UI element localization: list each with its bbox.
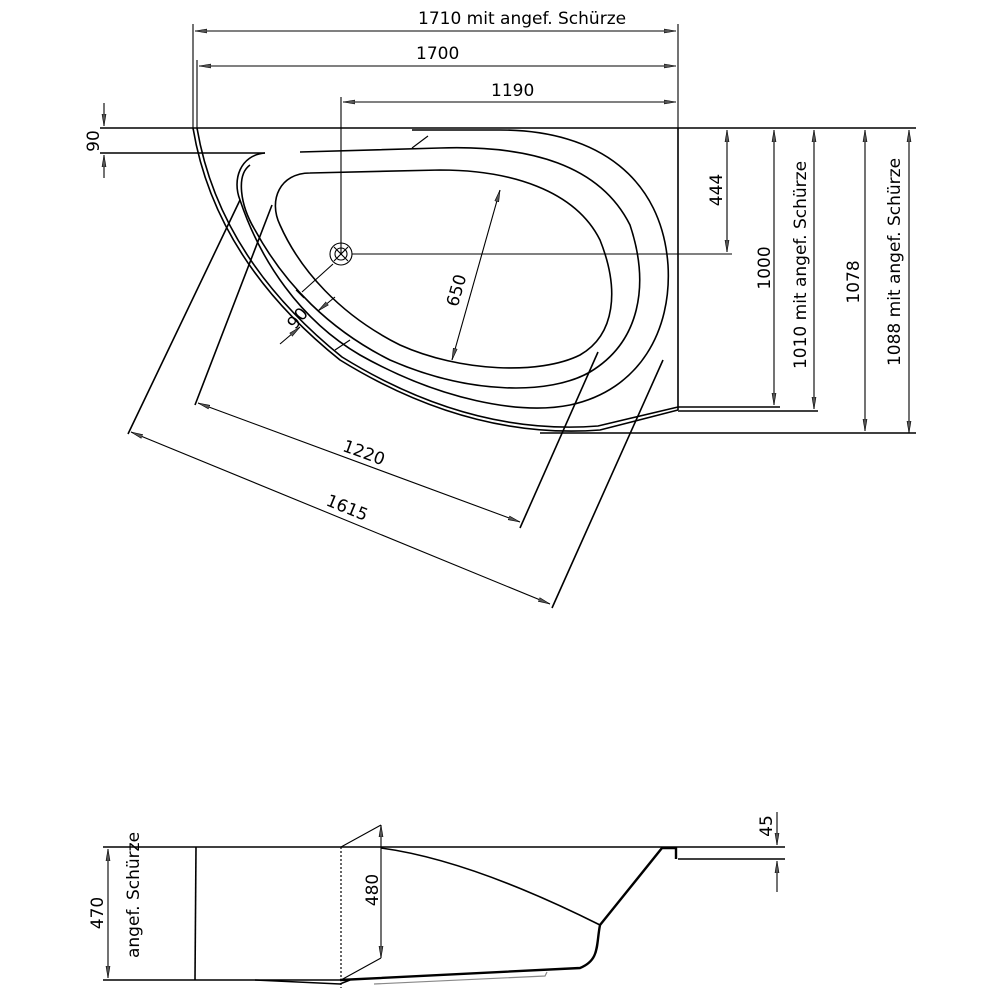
label-1088: 1088 mit angef. Schürze bbox=[885, 158, 905, 366]
label-1000: 1000 bbox=[755, 246, 775, 289]
label-1220: 1220 bbox=[340, 437, 387, 471]
label-90-diag: 90 bbox=[284, 304, 313, 333]
label-1010: 1010 mit angef. Schürze bbox=[791, 161, 811, 369]
dim-depth-total: 1078 bbox=[844, 130, 865, 431]
label-444: 444 bbox=[707, 174, 727, 206]
dim-width-with-apron: 1710 mit angef. Schürze bbox=[192, 9, 679, 130]
label-480: 480 bbox=[363, 874, 383, 906]
dim-depth-total-with-apron: 1088 mit angef. Schürze bbox=[870, 130, 916, 434]
dim-depth-with-apron: 1010 mit angef. Schürze bbox=[791, 130, 814, 409]
label-apron: angef. Schürze bbox=[124, 832, 144, 958]
side-view: 480 470 angef. Schürze 45 bbox=[88, 812, 785, 988]
dim-outer-length: 1615 bbox=[130, 431, 551, 605]
top-view: 1710 mit angef. Schürze 1700 1190 90 bbox=[84, 9, 916, 609]
dim-height-with-apron: 470 angef. Schürze bbox=[88, 832, 144, 978]
dim-inner-width: 650 bbox=[443, 189, 501, 361]
label-1710: 1710 mit angef. Schürze bbox=[418, 9, 626, 29]
label-1078: 1078 bbox=[844, 260, 864, 303]
dim-drain-offset-y: 444 bbox=[707, 130, 727, 252]
drain-symbol bbox=[329, 242, 732, 266]
dim-drain-offset-x: 1190 bbox=[340, 81, 676, 255]
dim-rim-offset: 90 bbox=[84, 103, 104, 178]
dim-depth: 1000 bbox=[755, 130, 775, 405]
label-1190: 1190 bbox=[491, 81, 534, 101]
label-1700: 1700 bbox=[416, 44, 459, 64]
label-650: 650 bbox=[443, 272, 471, 309]
dim-width: 1700 bbox=[196, 44, 676, 130]
label-45: 45 bbox=[757, 815, 777, 837]
dim-rim-step: 45 bbox=[757, 812, 777, 892]
label-470: 470 bbox=[88, 897, 108, 929]
label-90-left: 90 bbox=[84, 130, 104, 152]
